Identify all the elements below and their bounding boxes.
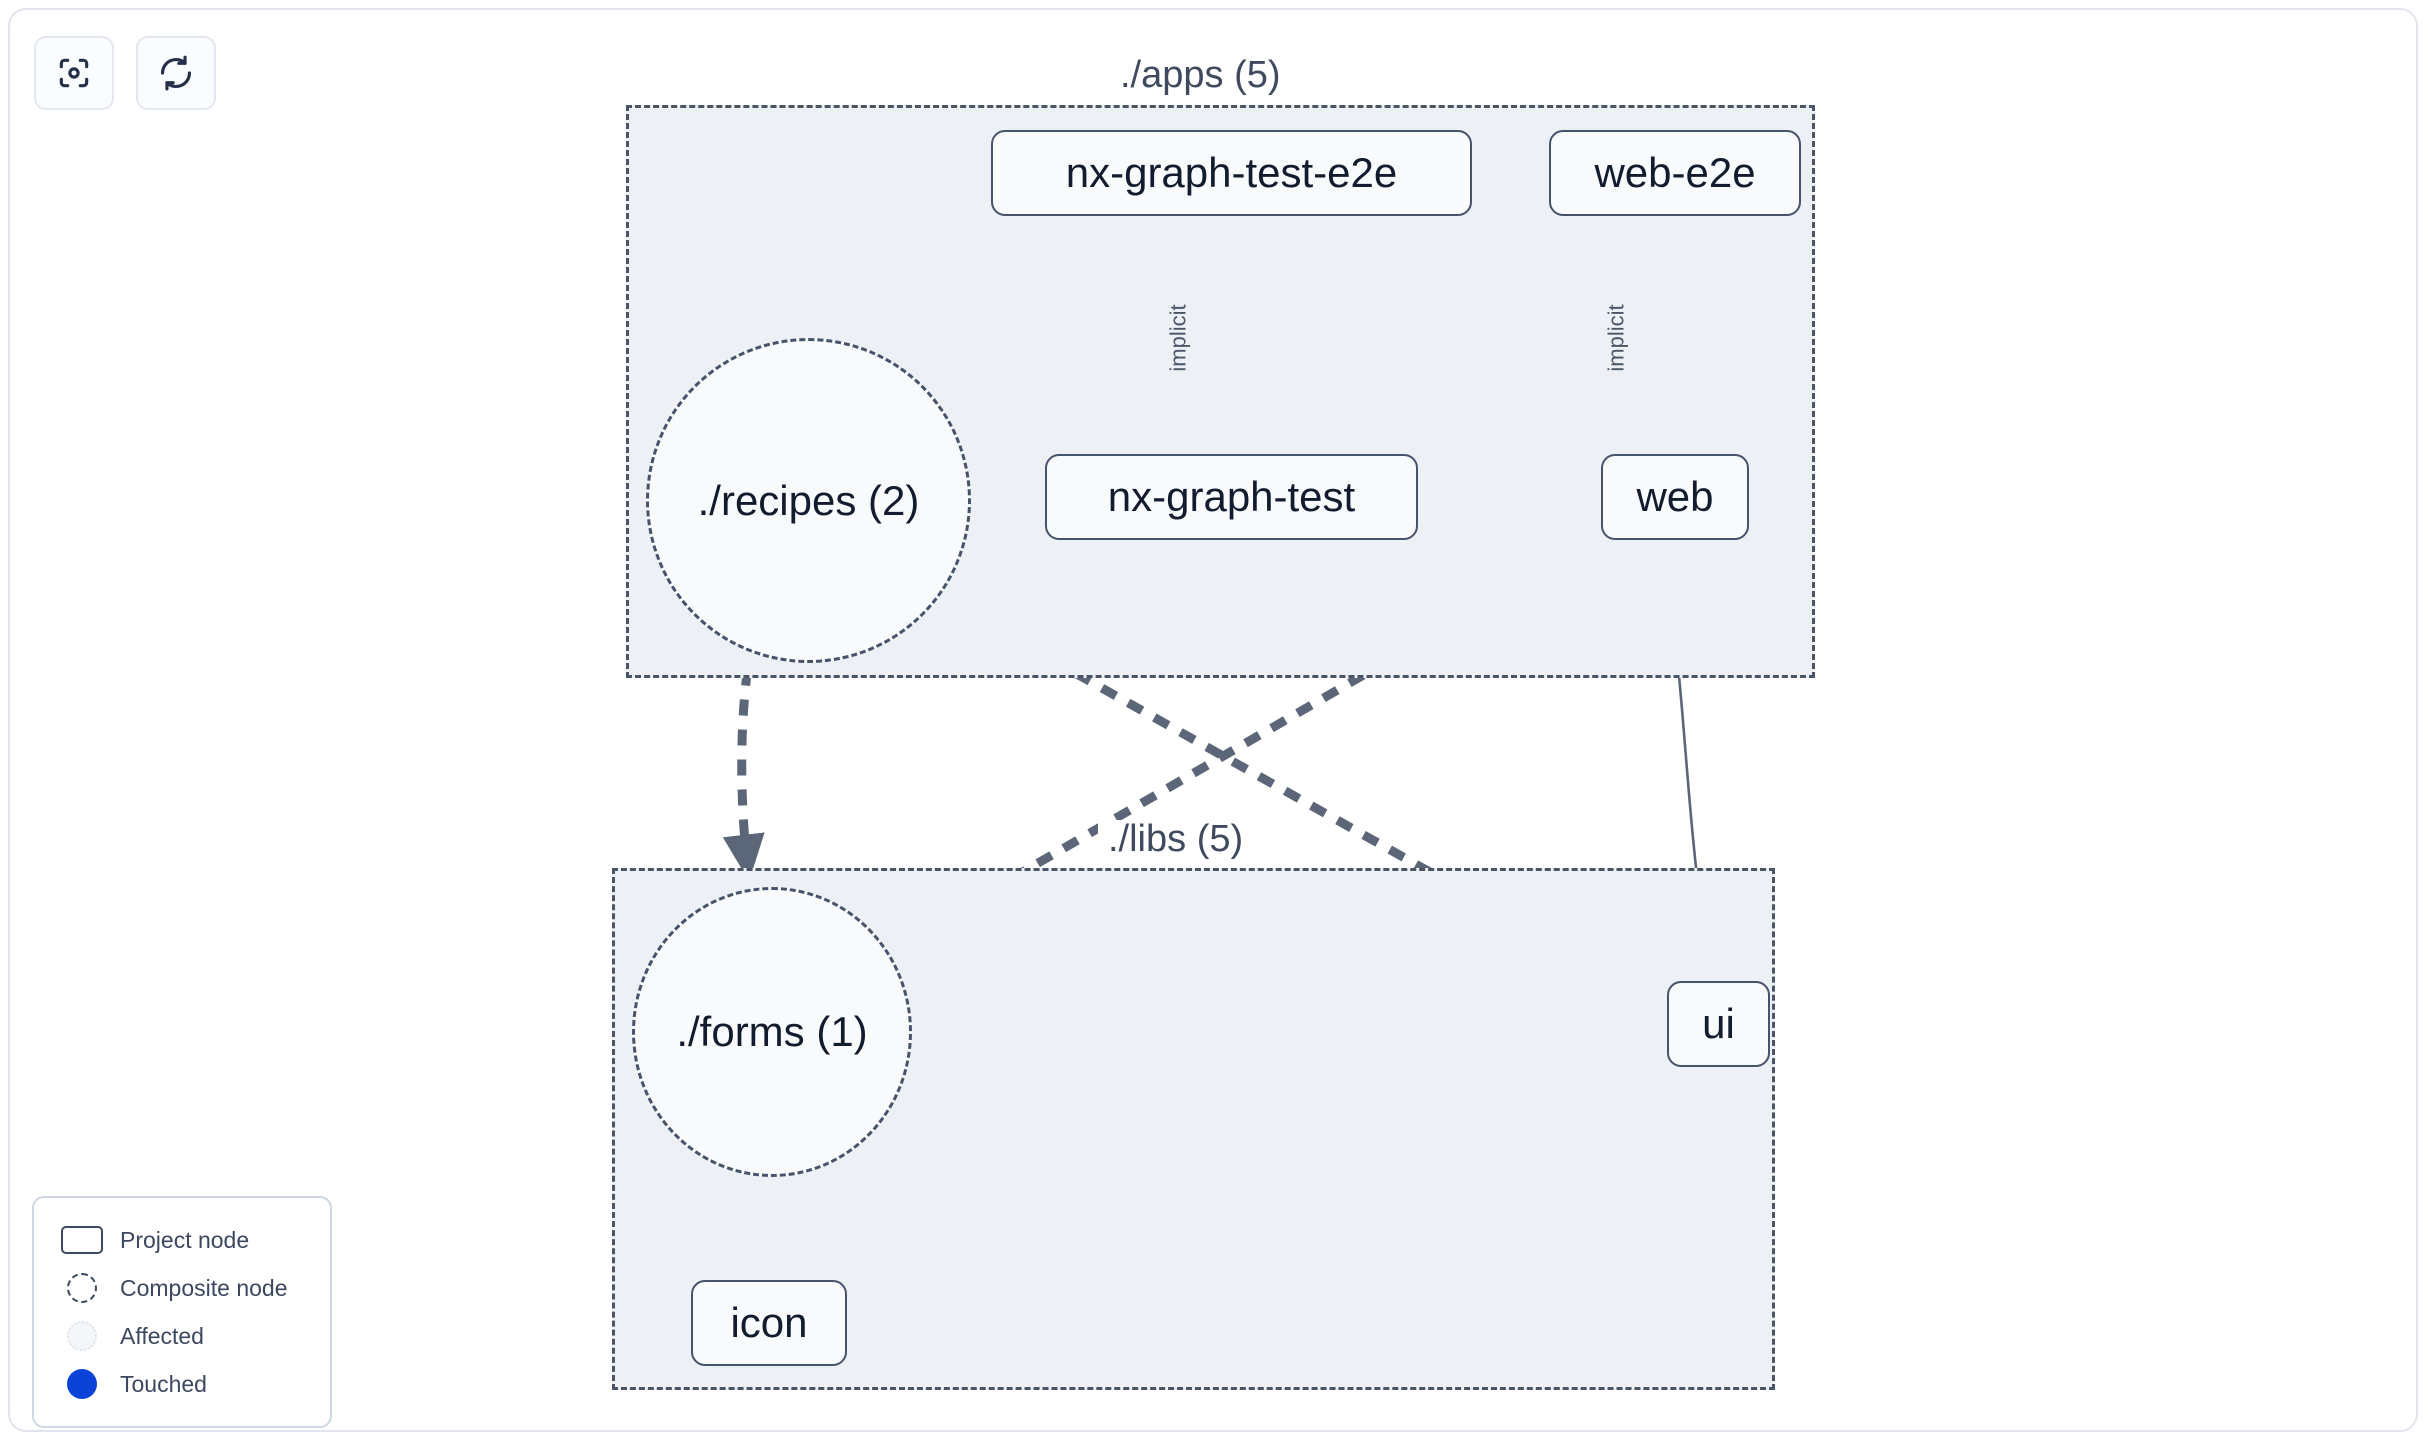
project-node-icon[interactable]: icon — [691, 1280, 847, 1366]
focus-graph-button[interactable] — [34, 36, 114, 110]
edge-label-implicit-web: implicit — [1603, 304, 1629, 372]
project-node-web-e2e[interactable]: web-e2e — [1549, 130, 1801, 216]
affected-swatch — [56, 1321, 108, 1351]
touched-swatch — [56, 1369, 108, 1399]
legend-label: Composite node — [120, 1274, 288, 1301]
legend-label: Touched — [120, 1370, 207, 1397]
graph-legend: Project node Composite node Affected Tou… — [32, 1196, 332, 1428]
refresh-icon — [157, 54, 195, 92]
focus-target-icon — [55, 54, 93, 92]
legend-item-affected: Affected — [56, 1312, 310, 1360]
legend-label: Affected — [120, 1322, 204, 1349]
edge-label-implicit-nx-graph-test: implicit — [1165, 304, 1191, 372]
legend-label: Project node — [120, 1226, 250, 1253]
project-node-label: icon — [730, 1299, 808, 1346]
project-node-ui[interactable]: ui — [1667, 981, 1770, 1067]
project-node-label: ui — [1702, 1000, 1735, 1047]
legend-item-composite-node: Composite node — [56, 1264, 310, 1312]
project-node-label: nx-graph-test — [1107, 473, 1356, 520]
legend-item-touched: Touched — [56, 1360, 310, 1408]
project-node-swatch — [56, 1226, 108, 1254]
project-node-label: web-e2e — [1594, 149, 1756, 196]
project-node-label: nx-graph-test-e2e — [1065, 149, 1398, 196]
group-label-apps: ./apps (5) — [1110, 56, 1291, 94]
project-node-nx-graph-test-e2e[interactable]: nx-graph-test-e2e — [991, 130, 1472, 216]
project-node-web[interactable]: web — [1601, 454, 1749, 540]
graph-toolbar — [34, 36, 216, 110]
composite-node-swatch — [56, 1273, 108, 1303]
composite-node-label: ./recipes (2) — [697, 476, 920, 524]
composite-node-recipes[interactable]: ./recipes (2) — [646, 338, 971, 663]
composite-node-label: ./forms (1) — [676, 1008, 868, 1055]
composite-node-forms[interactable]: ./forms (1) — [632, 887, 912, 1177]
project-node-nx-graph-test[interactable]: nx-graph-test — [1045, 454, 1418, 540]
project-node-label: web — [1636, 473, 1714, 520]
group-label-libs: ./libs (5) — [1098, 820, 1254, 858]
legend-item-project-node: Project node — [56, 1216, 310, 1264]
refresh-graph-button[interactable] — [136, 36, 216, 110]
